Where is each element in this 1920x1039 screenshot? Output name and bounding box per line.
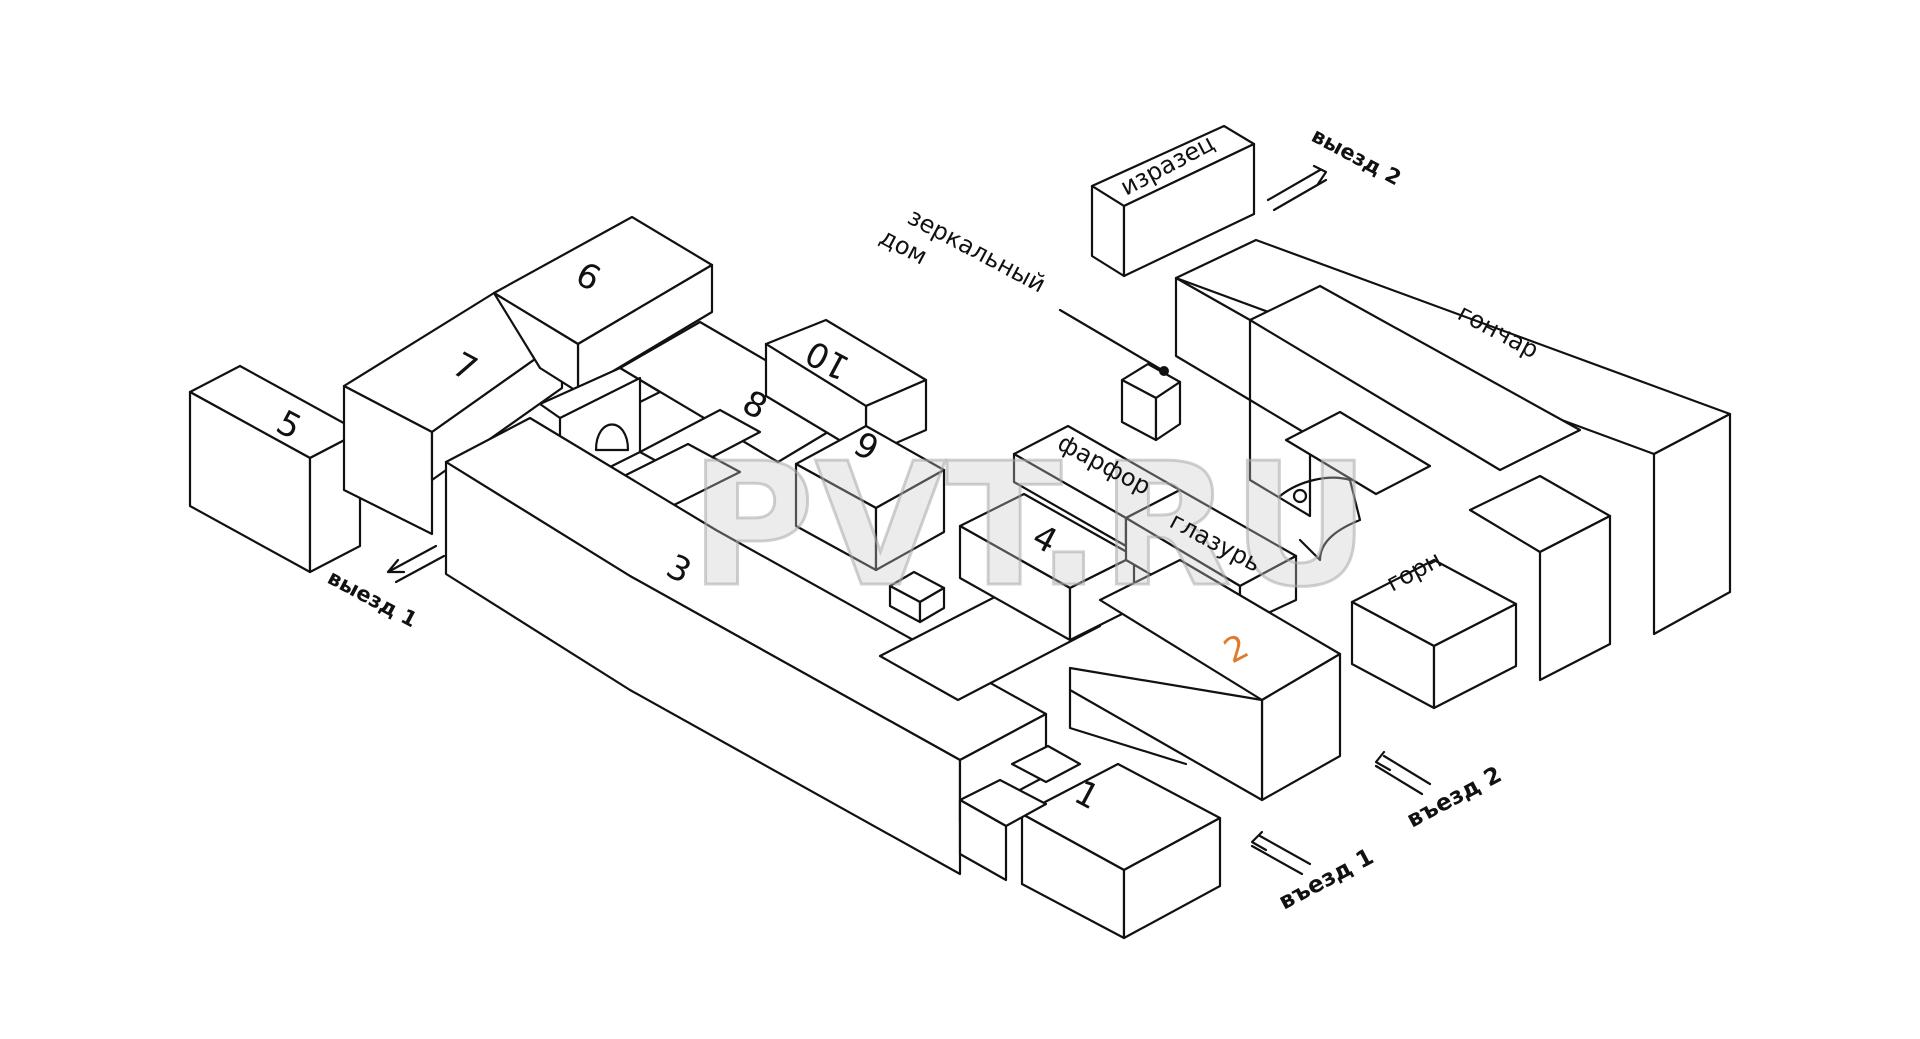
exit-1-arrow [386, 544, 446, 584]
small-structure [888, 570, 946, 624]
building-mirror-house[interactable] [1058, 308, 1182, 442]
building-gorn[interactable] [1350, 558, 1518, 710]
building-izrazets[interactable] [1090, 124, 1256, 278]
exit-2-arrow [1266, 164, 1328, 212]
building-gonchar[interactable] [1174, 238, 1732, 682]
label-exit-2: выезд 2 [1308, 123, 1405, 190]
building-6[interactable] [794, 424, 946, 572]
label-entry-2: въезд 2 [1403, 762, 1506, 833]
building-7[interactable] [342, 291, 564, 536]
entry-1-arrow [1250, 830, 1312, 876]
building-3[interactable] [444, 416, 1102, 876]
building-2[interactable] [1068, 558, 1342, 802]
entry-2-arrow [1374, 750, 1432, 796]
building-1[interactable] [958, 744, 1222, 940]
label-entry-1: въезд 1 [1275, 844, 1378, 915]
watermark: PVT.RU [690, 427, 1370, 625]
building-5[interactable] [188, 364, 362, 574]
building-9[interactable] [492, 215, 714, 394]
